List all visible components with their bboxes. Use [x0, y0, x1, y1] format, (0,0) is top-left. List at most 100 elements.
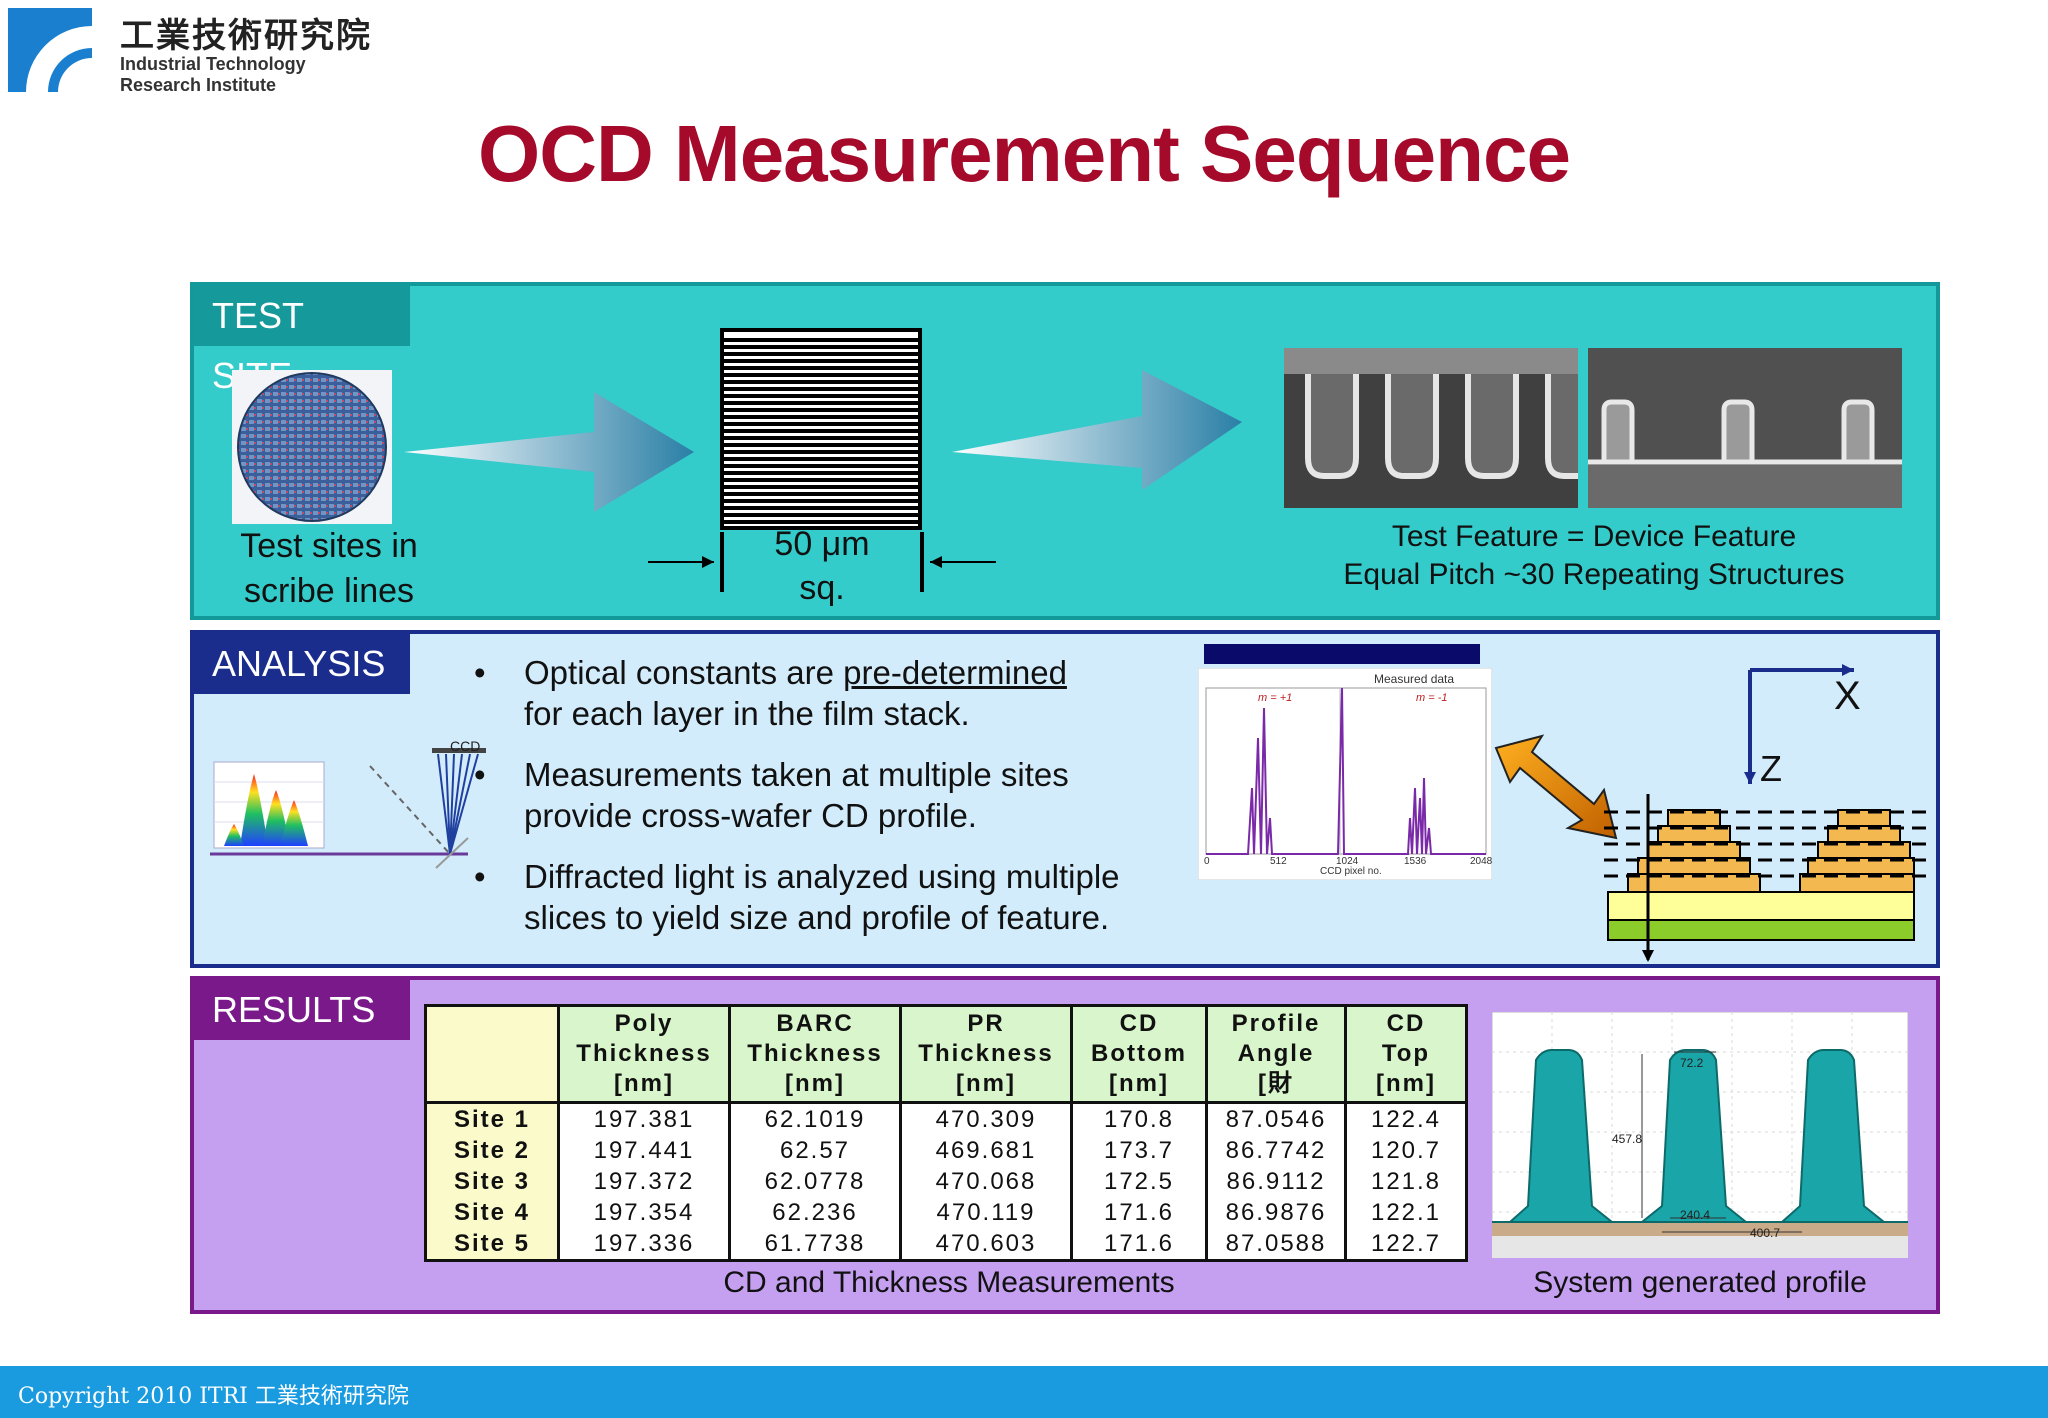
- slice-model-diagram: [1604, 664, 1934, 962]
- measured-data-plot: [1198, 668, 1492, 880]
- slide-title: OCD Measurement Sequence: [478, 109, 1571, 198]
- bullet-dot: •: [474, 756, 486, 793]
- cell: 469.681: [899, 1135, 1073, 1166]
- logo-chinese-name: 工業技術研究院: [120, 16, 372, 56]
- grating-line: [724, 380, 918, 384]
- profile-caption: System generated profile: [1533, 1266, 1867, 1299]
- cell: 121.8: [1344, 1166, 1468, 1197]
- grating-line: [724, 373, 918, 377]
- cell: 62.1019: [728, 1101, 902, 1135]
- cell: 120.7: [1344, 1135, 1468, 1166]
- axis-x-label: X: [1834, 674, 1861, 718]
- cell: 197.354: [557, 1197, 731, 1228]
- grating-line: [724, 478, 918, 482]
- profile-height-label: 457.8: [1612, 1132, 1643, 1146]
- itri-logo-icon: [8, 8, 92, 92]
- bullet-3-line-1: Diffracted light is analyzed using multi…: [524, 858, 1120, 895]
- spectrum-xlabel: CCD pixel no.: [1320, 866, 1382, 877]
- analysis-panel: ANALYSIS CCD • Optical constants a: [190, 630, 1940, 968]
- tick-2048: 2048: [1470, 856, 1493, 867]
- tick-0: 0: [1204, 856, 1210, 867]
- grating-line: [724, 443, 918, 447]
- gradient-arrow-icon: [952, 370, 1242, 490]
- grating-line: [724, 450, 918, 454]
- cell: 470.119: [899, 1197, 1073, 1228]
- cell: 197.372: [557, 1166, 731, 1197]
- grating-line: [724, 485, 918, 489]
- cell: 172.5: [1070, 1166, 1208, 1197]
- tick-1536: 1536: [1404, 856, 1427, 867]
- cell: 62.236: [728, 1197, 902, 1228]
- bullet-1-line-1: Optical constants are: [524, 654, 844, 691]
- bullet-3-line-2: slices to yield size and profile of feat…: [524, 899, 1110, 936]
- grating-line: [724, 429, 918, 433]
- bullet-2-line-1: Measurements taken at multiple sites: [524, 756, 1069, 793]
- grating-line: [724, 464, 918, 468]
- cell: 170.8: [1070, 1101, 1208, 1135]
- table-corner-cell: [424, 1004, 560, 1104]
- cell: 87.0546: [1205, 1101, 1347, 1135]
- dimension-arrows-icon: [648, 532, 996, 592]
- row-site-label: Site 1: [424, 1101, 560, 1135]
- cell: 197.336: [557, 1228, 731, 1262]
- grating-line: [724, 457, 918, 461]
- ccd-label: CCD: [450, 738, 481, 754]
- analysis-bullet-1: • Optical constants are pre-determined f…: [474, 652, 1067, 734]
- grating-line: [724, 436, 918, 440]
- bullet-2-line-2: provide cross-wafer CD profile.: [524, 797, 977, 834]
- sem-image-short-features: [1588, 348, 1902, 508]
- tick-512: 512: [1270, 856, 1287, 867]
- grating-line: [724, 366, 918, 370]
- cell: 197.441: [557, 1135, 731, 1166]
- row-site-label: Site 5: [424, 1228, 560, 1262]
- cell: 122.4: [1344, 1101, 1468, 1135]
- grating-line: [724, 422, 918, 426]
- cell: 470.309: [899, 1101, 1073, 1135]
- row-site-label: Site 2: [424, 1135, 560, 1166]
- table-row: Site 4 197.354 62.236 470.119 171.6 86.9…: [424, 1197, 1468, 1228]
- cell: 470.068: [899, 1166, 1073, 1197]
- test-feature-caption: Test Feature = Device Feature Equal Pitc…: [1244, 518, 1944, 594]
- grating-line: [724, 506, 918, 510]
- ccd-geometry-diagram: [210, 748, 486, 869]
- test-feature-line-1: Test Feature = Device Feature: [1391, 520, 1797, 553]
- profile-top-label: 72.2: [1680, 1056, 1704, 1070]
- cell: 122.1: [1344, 1197, 1468, 1228]
- pad-size-line-2: sq.: [799, 569, 845, 607]
- order-minus-label: m = -1: [1416, 692, 1448, 704]
- wafer-image: [232, 370, 392, 524]
- row-site-label: Site 4: [424, 1197, 560, 1228]
- row-site-label: Site 3: [424, 1166, 560, 1197]
- grating-line: [724, 401, 918, 405]
- test-site-caption-line-1: Test sites in: [240, 527, 418, 565]
- cell: 122.7: [1344, 1228, 1468, 1262]
- table-caption: CD and Thickness Measurements: [723, 1266, 1175, 1299]
- bullet-dot: •: [474, 654, 486, 691]
- bullet-dot: •: [474, 858, 486, 895]
- grating-line: [724, 492, 918, 496]
- grating-line: [724, 415, 918, 419]
- grating-line: [724, 359, 918, 363]
- profile-bottom-label: 240.4: [1680, 1208, 1711, 1222]
- cell: 87.0588: [1205, 1228, 1347, 1262]
- cell: 197.381: [557, 1101, 731, 1135]
- grating-line: [724, 499, 918, 503]
- bullet-1-underlined: pre-determined: [843, 654, 1067, 691]
- test-site-caption-line-2: scribe lines: [243, 572, 415, 610]
- grating-line: [724, 345, 918, 349]
- analysis-bullet-3: • Diffracted light is analyzed using mul…: [474, 856, 1120, 938]
- cell: 171.6: [1070, 1228, 1208, 1262]
- test-feature-line-2: Equal Pitch ~30 Repeating Structures: [1343, 558, 1845, 591]
- grating-line: [724, 513, 918, 517]
- table-row: Site 1 197.381 62.1019 470.309 170.8 87.…: [424, 1101, 1468, 1135]
- test-site-tag: TEST SITE: [194, 286, 410, 396]
- sem-image-tall-features: [1284, 348, 1578, 508]
- order-plus-label: m = +1: [1258, 692, 1293, 704]
- analysis-tag: ANALYSIS: [194, 634, 410, 694]
- analysis-bullet-2: • Measurements taken at multiple sites p…: [474, 754, 1069, 836]
